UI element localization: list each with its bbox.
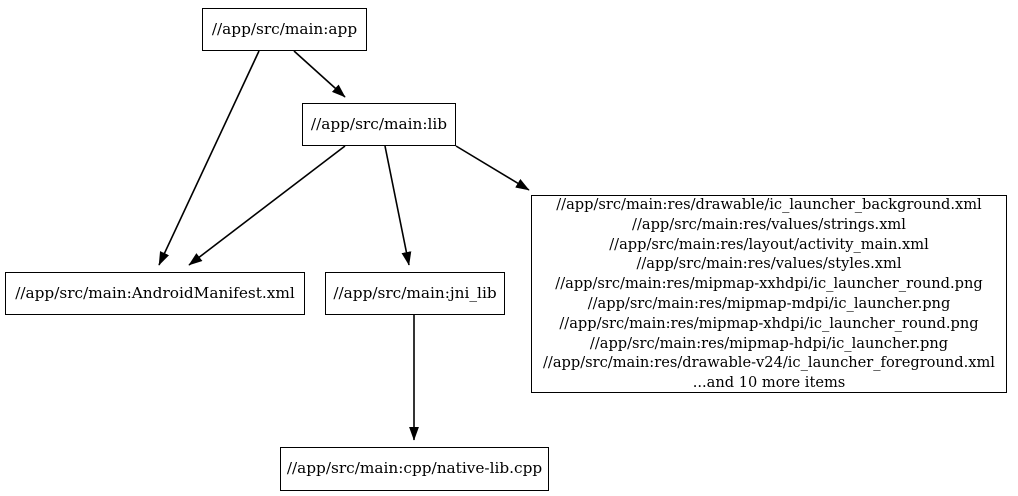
edge-lib-to-manifest <box>188 145 346 266</box>
node-resources-group-label: //app/src/main:res/drawable/ic_launcher_… <box>543 196 995 392</box>
edge-app-to-lib <box>293 50 346 98</box>
node-jni-lib-label: //app/src/main:jni_lib <box>333 283 497 302</box>
edge-lib-to-jni-lib <box>384 145 412 266</box>
edge-app-to-manifest <box>158 50 260 266</box>
edge-lib-to-resources <box>455 145 530 191</box>
node-jni-lib[interactable]: //app/src/main:jni_lib <box>325 272 505 315</box>
node-native-lib-cpp-label: //app/src/main:cpp/native-lib.cpp <box>286 459 543 478</box>
node-native-lib-cpp[interactable]: //app/src/main:cpp/native-lib.cpp <box>280 447 549 491</box>
node-lib[interactable]: //app/src/main:lib <box>302 103 456 146</box>
node-lib-label: //app/src/main:lib <box>310 114 448 133</box>
node-app-label: //app/src/main:app <box>211 19 358 38</box>
node-resources-group[interactable]: //app/src/main:res/drawable/ic_launcher_… <box>531 195 1007 393</box>
node-app[interactable]: //app/src/main:app <box>202 8 367 51</box>
node-android-manifest-label: //app/src/main:AndroidManifest.xml <box>15 283 295 302</box>
node-android-manifest[interactable]: //app/src/main:AndroidManifest.xml <box>5 272 305 315</box>
